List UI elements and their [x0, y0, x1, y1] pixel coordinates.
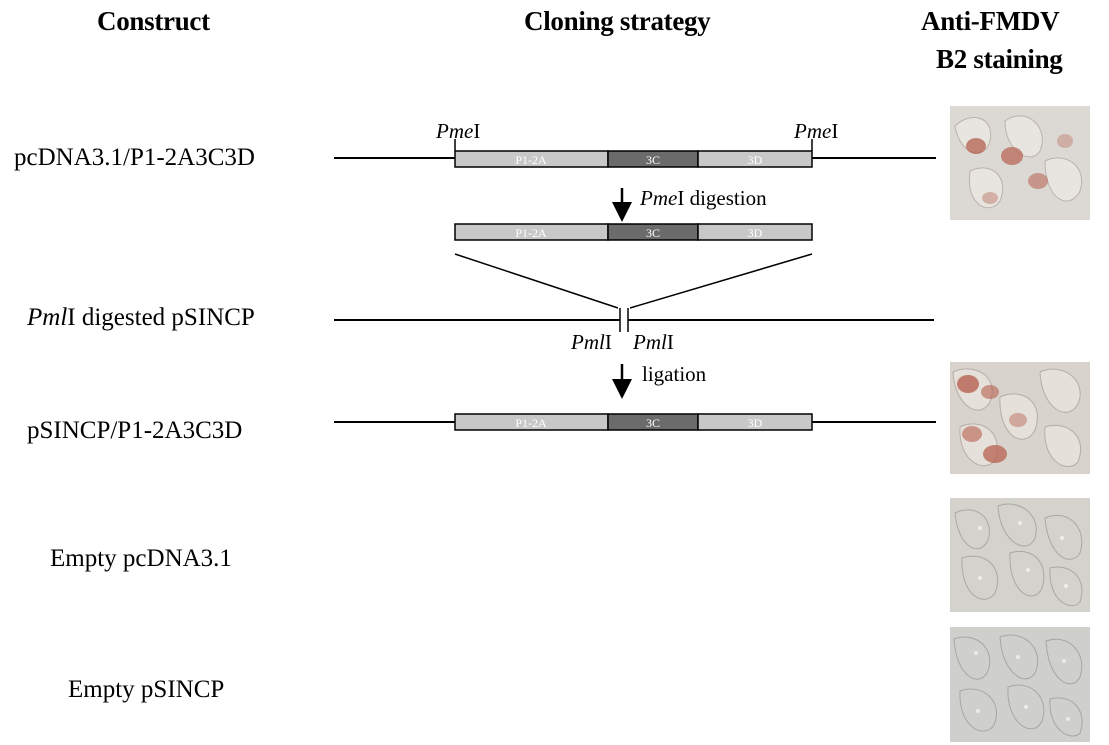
- segment-label-3c: 3C: [646, 226, 660, 240]
- header-staining-line2: B2 staining: [936, 44, 1063, 74]
- header-staining-line1: Anti-FMDV: [921, 6, 1060, 36]
- segment-label-p1-2a: P1-2A: [515, 226, 547, 240]
- stained-cell: [1057, 134, 1073, 148]
- construct-label-psincp-p1: pSINCP/P1-2A3C3D: [27, 417, 243, 444]
- header-cloning-strategy: Cloning strategy: [524, 6, 711, 36]
- staining-image-r3: [950, 362, 1090, 474]
- stained-cell: [1028, 173, 1048, 189]
- stained-cell: [982, 192, 998, 204]
- segment-3d: [697, 223, 813, 241]
- segment-label-3c: 3C: [646, 153, 660, 167]
- stained-cell: [1009, 413, 1027, 427]
- stained-cell: [1001, 147, 1023, 165]
- segment-label-3c: 3C: [646, 416, 660, 430]
- pme-site-left-label: PmeI: [435, 119, 480, 143]
- stained-cell: [981, 385, 999, 399]
- insert-r3: P1-2A 3C 3D: [454, 413, 813, 431]
- segment-label-p1-2a: P1-2A: [515, 153, 547, 167]
- micrograph-negative: [950, 627, 1090, 742]
- staining-image-r5: [950, 627, 1090, 742]
- stained-cell: [957, 375, 979, 393]
- construct-label-empty-pcdna: Empty pcDNA3.1: [50, 545, 232, 572]
- ligation-label: ligation: [642, 362, 707, 386]
- insert-r1: P1-2A 3C 3D: [454, 150, 813, 168]
- micrograph-positive: [950, 106, 1090, 220]
- segment-label-p1-2a: P1-2A: [515, 416, 547, 430]
- construct-label-empty-psincp: Empty pSINCP: [68, 676, 225, 703]
- staining-image-r1: [950, 106, 1090, 220]
- stained-cell: [966, 138, 986, 154]
- insertion-guide-right: [629, 253, 813, 309]
- segment-label-3d: 3D: [748, 226, 763, 240]
- segment-3d: [697, 413, 813, 431]
- segment-3d: [697, 150, 813, 168]
- construct-label-pcdna-p1: pcDNA3.1/P1-2A3C3D: [14, 144, 255, 171]
- stained-cell: [983, 445, 1007, 463]
- staining-image-r4: [950, 498, 1090, 612]
- micrograph-positive: [950, 362, 1090, 474]
- excised-fragment: P1-2A 3C 3D: [454, 223, 813, 241]
- header-construct: Construct: [97, 6, 210, 36]
- pme-site-right-label: PmeI: [793, 119, 838, 143]
- segment-label-3d: 3D: [748, 416, 763, 430]
- pml-site-right-label: PmlI: [632, 330, 674, 354]
- segment-label-3d: 3D: [748, 153, 763, 167]
- stained-cell: [962, 426, 982, 442]
- insertion-guide-left: [454, 253, 619, 309]
- pml-site-left-label: PmlI: [570, 330, 612, 354]
- construct-label-pml-digested: PmlI digested pSINCP: [27, 304, 255, 331]
- pme-digestion-label: PmeI digestion: [639, 186, 767, 210]
- micrograph-negative: [950, 498, 1090, 612]
